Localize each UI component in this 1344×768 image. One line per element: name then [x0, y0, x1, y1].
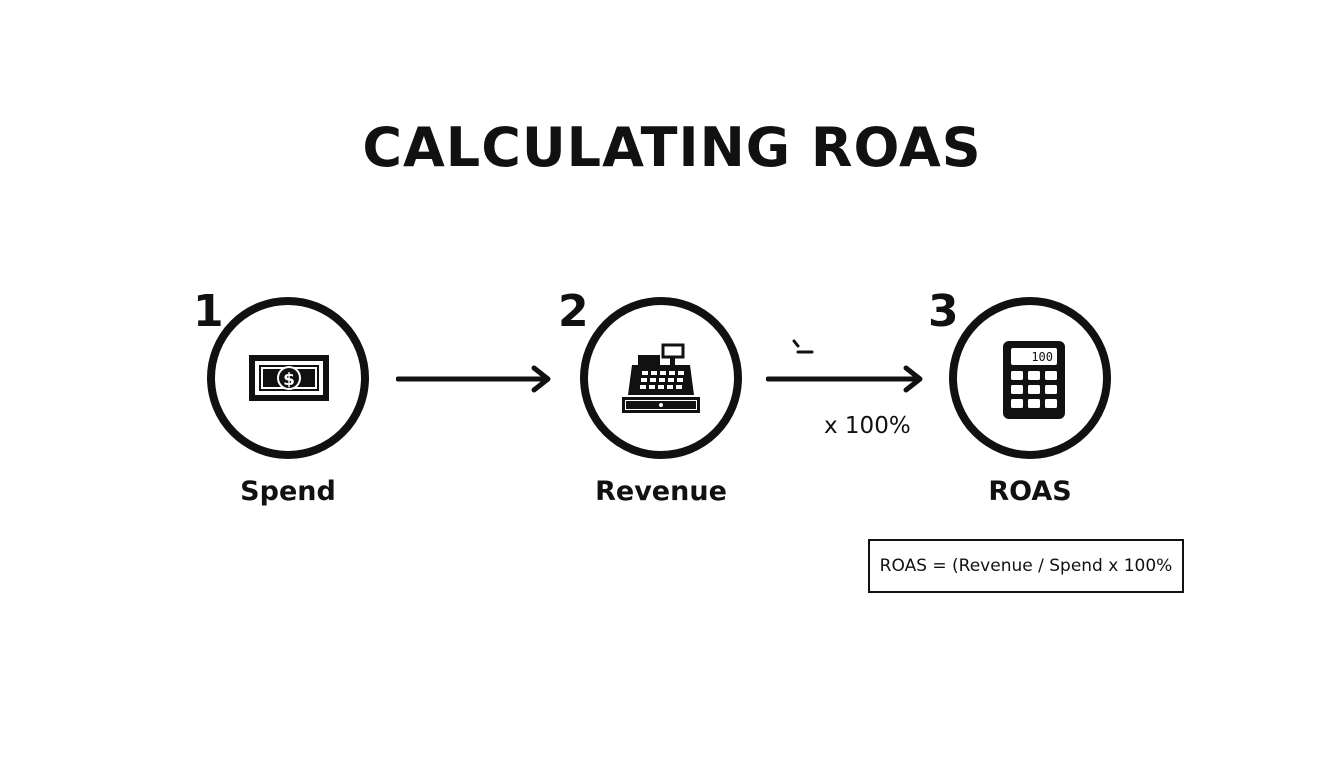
calculator-display: 100 [1031, 350, 1053, 364]
step-label-roas: ROAS [988, 476, 1072, 507]
step-circle-roas: 100 [949, 297, 1111, 459]
step-number-3: 3 [928, 286, 959, 337]
tick-mark-icon [792, 339, 814, 354]
svg-text:$: $ [283, 370, 295, 390]
step-label-spend: Spend [240, 476, 336, 507]
step-number-1: 1 [193, 286, 224, 337]
step-number-2: 2 [558, 286, 589, 337]
multiplier-label: x 100% [824, 413, 911, 439]
step-label-revenue: Revenue [595, 476, 727, 507]
arrow-right-icon [396, 365, 551, 393]
formula-box: ROAS = (Revenue / Spend x 100% [868, 539, 1184, 593]
banknote-icon: $ [249, 355, 329, 401]
arrow-right-icon [766, 365, 923, 393]
cash-register-icon [622, 343, 700, 413]
page-title: CALCULATING ROAS [362, 116, 982, 179]
step-circle-revenue [580, 297, 742, 459]
formula-text: ROAS = (Revenue / Spend x 100% [879, 556, 1173, 576]
step-circle-spend: $ [207, 297, 369, 459]
calculator-icon: 100 [1003, 341, 1065, 419]
